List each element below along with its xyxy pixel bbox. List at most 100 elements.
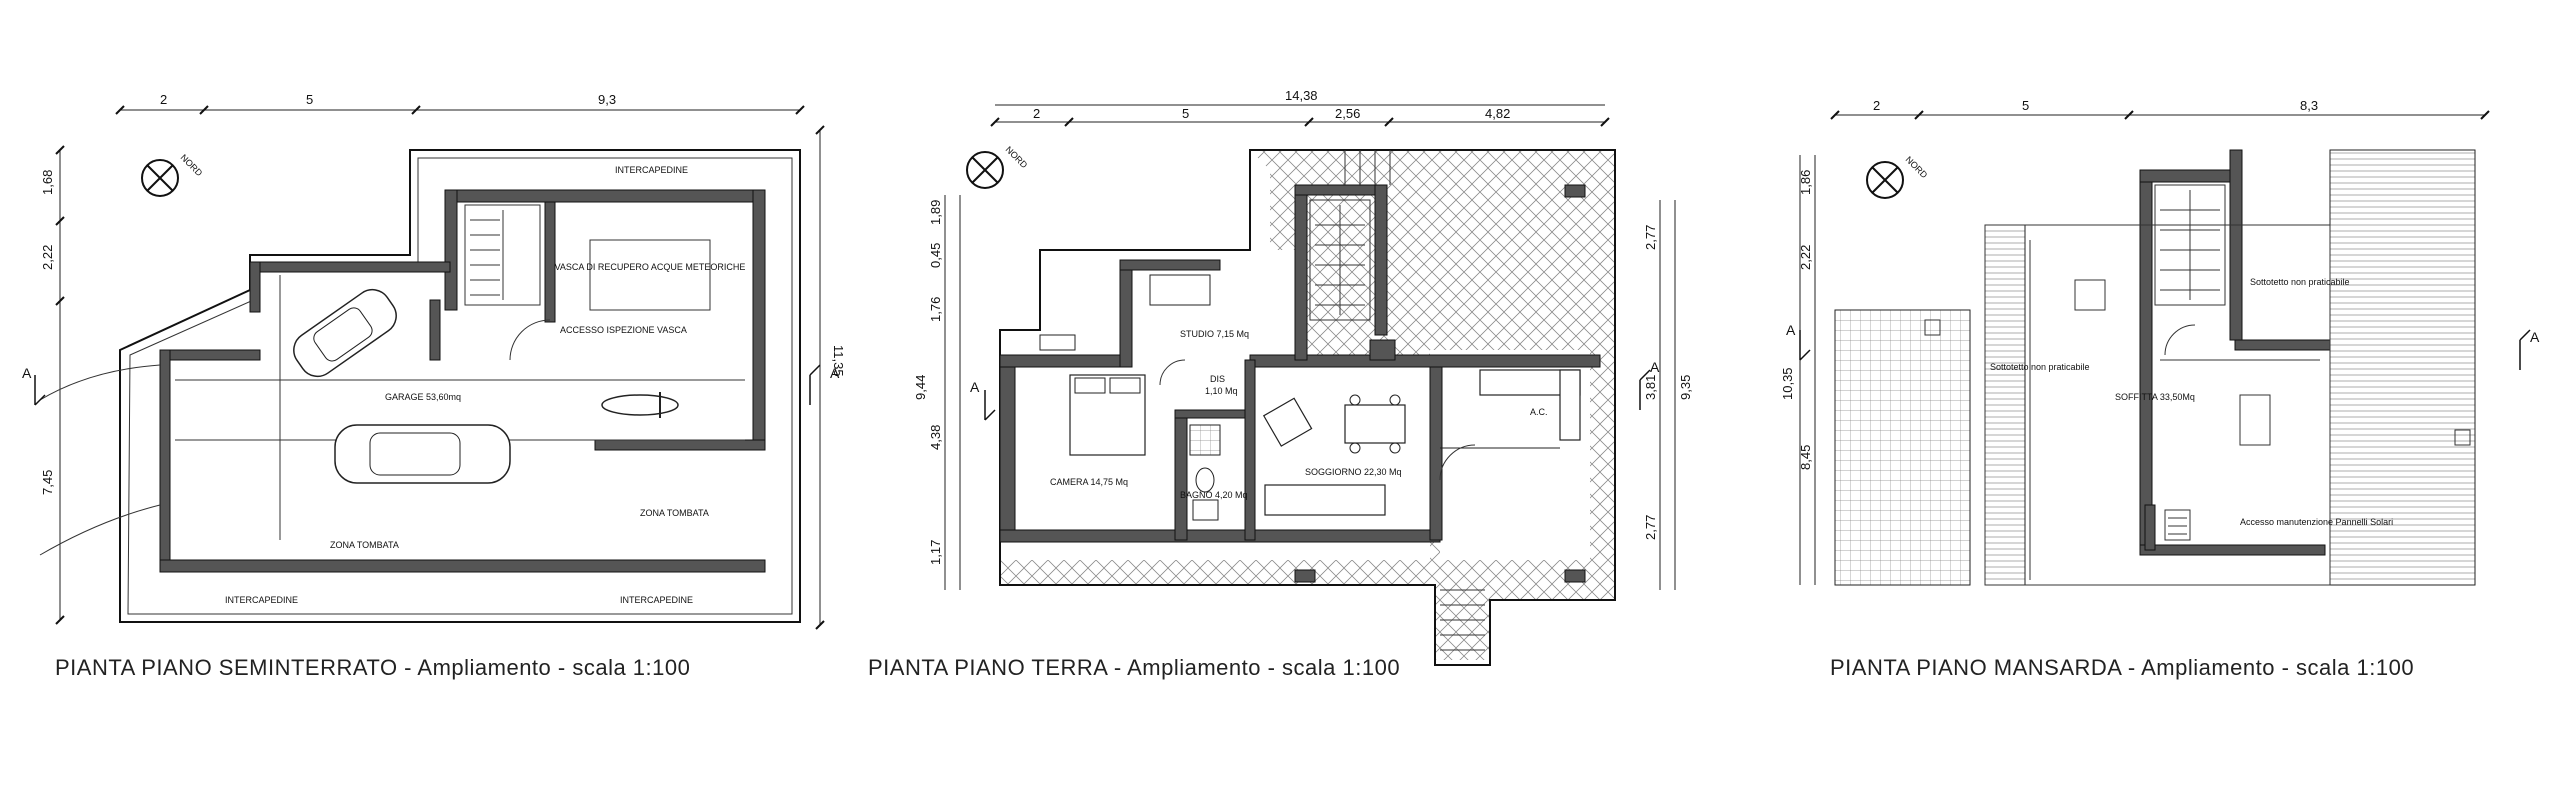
door-swing xyxy=(1159,359,1186,386)
north-arrow-icon: NORD xyxy=(141,152,205,197)
dim-right-1: 2,77 xyxy=(1643,225,1658,250)
dim-top-3: 8,3 xyxy=(2300,98,2318,113)
wall xyxy=(752,189,766,441)
pillar xyxy=(1294,569,1316,583)
kitchen-counter xyxy=(1440,369,1581,449)
ramp-curve xyxy=(39,504,161,556)
section-mark-left: A xyxy=(1786,322,1811,361)
wall xyxy=(1294,184,1376,196)
wall xyxy=(1119,259,1133,368)
terrace-outline xyxy=(999,149,1616,666)
room-ac: A.C. xyxy=(1530,407,1548,417)
room-soffitta: SOFFITTA 33,50Mq xyxy=(2115,392,2195,402)
stairs xyxy=(1309,150,1485,651)
inner-boundary xyxy=(127,157,793,615)
wall xyxy=(2139,169,2241,183)
roof-panel xyxy=(1984,224,2026,586)
wall xyxy=(249,261,451,273)
car-icon xyxy=(293,288,397,378)
room-soggiorno: SOGGIORNO 22,30 Mq xyxy=(1305,467,1402,477)
wall xyxy=(999,529,1441,543)
vasca-box xyxy=(589,239,711,311)
plan-seminterrato: 2 5 9,3 1,68 2,22 7,45 11,35 NORD xyxy=(22,92,846,680)
plan-title-terra: PIANTA PIANO TERRA - Ampliamento - scala… xyxy=(868,655,1400,680)
room-dis: DIS xyxy=(1210,374,1225,384)
top-dimension-line: 2 5 8,3 xyxy=(1830,98,2490,120)
dim-left-4: 9,44 xyxy=(913,375,928,400)
section-mark-right: A xyxy=(2519,329,2540,370)
wall xyxy=(1244,359,1256,541)
top-dimension-line: 2 5 9,3 xyxy=(115,92,805,115)
table-icon xyxy=(1344,394,1406,454)
dim-right-4: 2,77 xyxy=(1643,515,1658,540)
motorcycle-icon xyxy=(601,392,679,418)
wall xyxy=(1174,409,1188,541)
wall xyxy=(999,354,1016,541)
door-swing xyxy=(509,319,551,361)
wall xyxy=(2139,544,2326,556)
plan-title-seminterrato: PIANTA PIANO SEMINTERRATO - Ampliamento … xyxy=(55,655,690,680)
pillar xyxy=(1564,184,1586,198)
dim-left-5: 4,38 xyxy=(928,425,943,450)
dim-right-1: 11,35 xyxy=(831,345,846,377)
wall xyxy=(2234,339,2331,351)
sofa-icon xyxy=(1262,397,1386,516)
room-studio: STUDIO 7,15 Mq xyxy=(1180,329,1249,339)
dim-left-3: 7,45 xyxy=(40,470,55,495)
room-zona-tombata-left: ZONA TOMBATA xyxy=(330,540,399,550)
studio-desk xyxy=(1039,274,1211,351)
room-dis-area: 1,10 Mq xyxy=(1205,386,1238,396)
dim-right-3: 9,35 xyxy=(1678,375,1693,400)
section-mark-right: A xyxy=(809,364,840,405)
svg-text:A: A xyxy=(22,365,32,381)
wall xyxy=(2144,504,2156,551)
wall xyxy=(159,349,171,571)
plan-mansarda: 2 5 8,3 1,86 2,22 10,35 8,45 NORD xyxy=(1780,98,2540,680)
attic-box xyxy=(2454,429,2471,446)
attic-box xyxy=(2239,394,2271,446)
wall xyxy=(594,439,766,451)
ramp-curve xyxy=(39,364,161,401)
dim-top-2: 5 xyxy=(2022,98,2029,113)
right-dimension-line: 11,35 xyxy=(815,125,846,630)
dim-top-1: 2 xyxy=(1033,106,1040,121)
svg-text:NORD: NORD xyxy=(1904,154,1930,180)
room-sottotetto-right: Sottotetto non praticabile xyxy=(2250,277,2350,287)
dim-left-6: 1,17 xyxy=(928,540,943,565)
dim-left-1: 1,86 xyxy=(1798,170,1813,195)
wall xyxy=(429,299,441,361)
room-intercapedine-bl: INTERCAPEDINE xyxy=(225,595,298,605)
door-swing xyxy=(1439,444,1476,481)
dim-left-2: 2,22 xyxy=(1798,245,1813,270)
svg-text:A: A xyxy=(970,379,980,395)
section-mark-left: A xyxy=(22,365,46,406)
wall xyxy=(1374,184,1388,336)
dim-left-3: 10,35 xyxy=(1780,367,1795,400)
dim-left-2: 2,22 xyxy=(40,245,55,270)
pillar xyxy=(1564,569,1586,583)
room-intercapedine-top: INTERCAPEDINE xyxy=(615,165,688,175)
left-dimension-line: 1,86 2,22 10,35 8,45 xyxy=(1780,155,1816,585)
wall xyxy=(249,261,261,313)
bed-icon xyxy=(1069,374,1146,456)
section-mark-right: A xyxy=(1639,359,1660,410)
room-accesso-ispezione: ACCESSO ISPEZIONE VASCA xyxy=(560,325,687,335)
attic-outline xyxy=(1984,224,2331,586)
dim-top-3: 2,56 xyxy=(1335,106,1360,121)
plan-terra: 14,38 2 5 2,56 4,82 1,89 0,45 1,76 9,44 … xyxy=(868,88,1693,680)
dim-left-4: 8,45 xyxy=(1798,445,1813,470)
room-vasca: VASCA DI RECUPERO ACQUE METEORICHE xyxy=(555,262,746,272)
room-camera: CAMERA 14,75 Mq xyxy=(1050,477,1128,487)
wall xyxy=(444,189,766,203)
svg-text:A: A xyxy=(2530,329,2540,345)
room-accesso-manutenzione: Accesso manutenzione Pannelli Solari xyxy=(2240,517,2393,527)
dim-left-1: 1,89 xyxy=(928,200,943,225)
dim-top-4: 4,82 xyxy=(1485,106,1510,121)
section-mark-left: A xyxy=(970,379,996,421)
attic-box xyxy=(2074,279,2106,311)
dim-left-1: 1,68 xyxy=(40,170,55,195)
left-dimension-line: 1,68 2,22 7,45 xyxy=(40,145,65,625)
wall xyxy=(1174,409,1246,419)
north-label: NORD xyxy=(179,152,205,178)
